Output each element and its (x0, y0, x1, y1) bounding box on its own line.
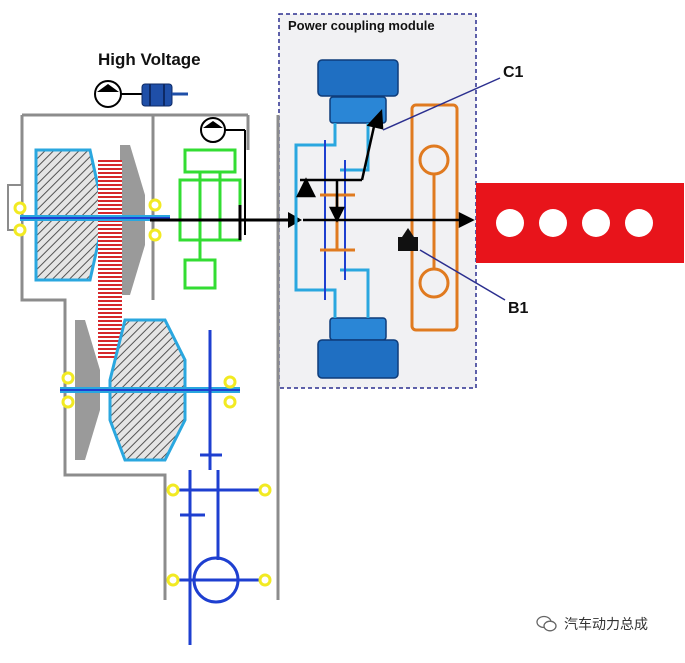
watermark-text: 汽车动力总成 (564, 617, 648, 633)
secondary-pulley (60, 318, 240, 462)
clutch-c1-label: C1 (503, 64, 524, 81)
power-flow-arrows (295, 109, 475, 229)
module-title: Power coupling module (288, 18, 435, 33)
motor-upper (317, 59, 399, 124)
output-shaft (476, 183, 684, 263)
final-drive-gear-train (166, 330, 272, 645)
high-voltage-connector-icon (141, 83, 188, 107)
coupling-shafts (294, 123, 370, 318)
pump-icon (94, 80, 142, 108)
wechat-icon (536, 615, 557, 632)
motor-lower (317, 317, 399, 379)
brake-b1-icon (398, 228, 418, 251)
high-voltage-label: High Voltage (98, 50, 201, 69)
brake-b1-label: B1 (508, 300, 529, 317)
leader-lines (382, 77, 506, 301)
auxiliary-pump-icon (200, 117, 246, 235)
primary-pulley (7, 145, 170, 360)
watermark: 汽车动力总成 (536, 614, 648, 634)
